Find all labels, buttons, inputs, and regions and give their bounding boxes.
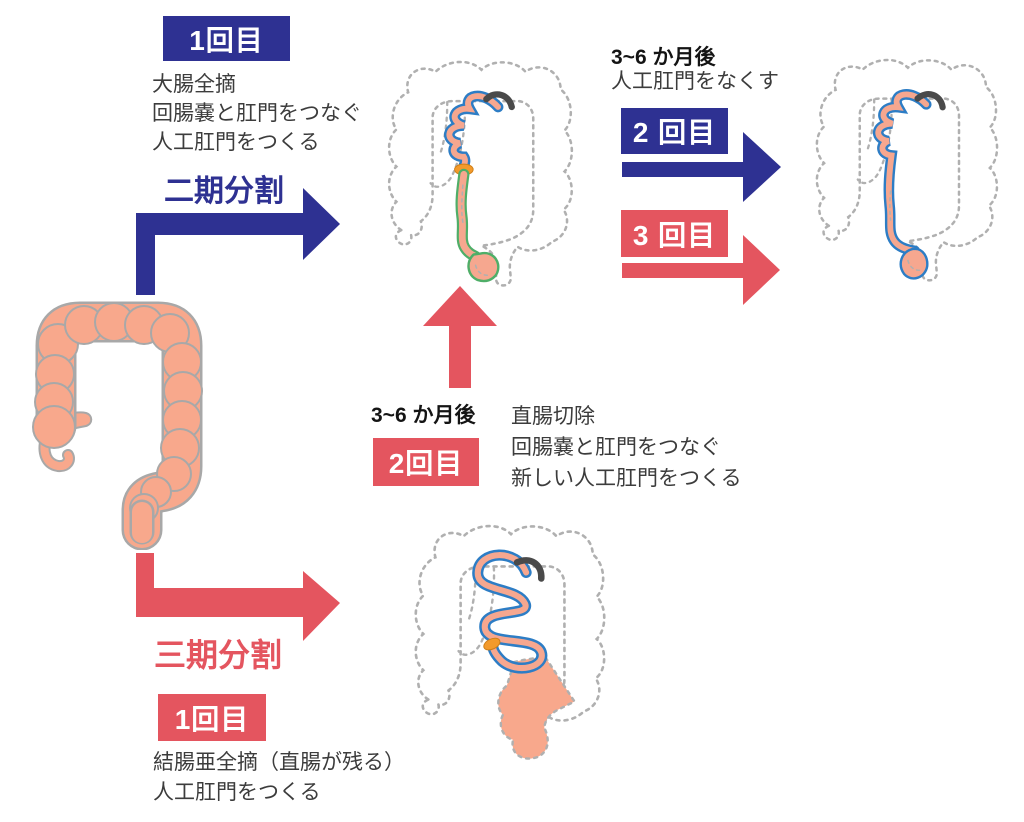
final-anatomy-diagram bbox=[815, 58, 999, 282]
remaining-rectum-icon bbox=[497, 655, 577, 760]
two-stage-elbow-arrow-icon bbox=[136, 188, 340, 295]
two-stage-step1-line1: 大腸全摘 bbox=[152, 73, 236, 96]
red-right-arrow-icon bbox=[622, 235, 780, 305]
three-stage-step2-description: 直腸切除 回腸嚢と肛門をつなぐ 新しい人工肛門をつくる bbox=[511, 401, 742, 494]
three-stage-label: 三期分割 bbox=[154, 637, 283, 673]
two-stage-step1-badge: 1回目 bbox=[163, 16, 290, 61]
three-stage-step1-badge: 1回目 bbox=[158, 694, 266, 741]
two-stage-step1-line3: 人工肛門をつくる bbox=[152, 131, 320, 154]
three-stage-step2-badge: 2回目 bbox=[373, 438, 479, 486]
two-stage-step1-description: 大腸全摘 回腸嚢と肛門をつなぐ 人工肛門をつくる bbox=[152, 70, 362, 157]
colon-illustration bbox=[32, 301, 203, 550]
three-stage-elbow-arrow-icon bbox=[136, 553, 340, 641]
haustra-bumps bbox=[32, 302, 203, 523]
stoma-opening-icon bbox=[483, 637, 501, 651]
three-stage-step2-line2: 回腸嚢と肛門をつなぐ bbox=[511, 436, 721, 459]
three-stage-step2-line1: 直腸切除 bbox=[511, 405, 595, 428]
stoma-cap-icon bbox=[513, 557, 545, 582]
stoma-cap-icon bbox=[483, 91, 515, 111]
j-pouch-icon bbox=[467, 251, 500, 283]
three-stage-step2-line3: 新しい人工肛門をつくる bbox=[511, 467, 742, 490]
final-step-subheading: 人工肛門をなくす bbox=[611, 70, 779, 93]
three-stage-step2-heading: 3~6 か月後 bbox=[371, 404, 476, 427]
two-stage-label: 二期分割 bbox=[164, 175, 284, 208]
three-stage-step1-line2: 人工肛門をつくる bbox=[153, 781, 321, 804]
three-stage-step1-description: 結腸亜全摘（直腸が残る） 人工肛門をつくる bbox=[153, 748, 405, 808]
closed-stoma-cap-icon bbox=[914, 91, 946, 111]
two-stage-step1-line2: 回腸嚢と肛門をつなぐ bbox=[152, 102, 362, 125]
final-step-three-stage-badge: 3 回目 bbox=[621, 210, 728, 257]
final-step-heading: 3~6 か月後 bbox=[611, 46, 716, 69]
pouch-with-stoma-diagram bbox=[387, 60, 574, 287]
up-arrow-icon bbox=[423, 286, 497, 388]
three-stage-step1-line1: 結腸亜全摘（直腸が残る） bbox=[153, 751, 405, 774]
j-pouch-icon bbox=[899, 247, 929, 280]
blue-right-arrow-icon bbox=[622, 132, 781, 202]
final-step-two-stage-badge: 2 回目 bbox=[621, 108, 728, 154]
subtotal-colectomy-diagram bbox=[414, 524, 606, 760]
